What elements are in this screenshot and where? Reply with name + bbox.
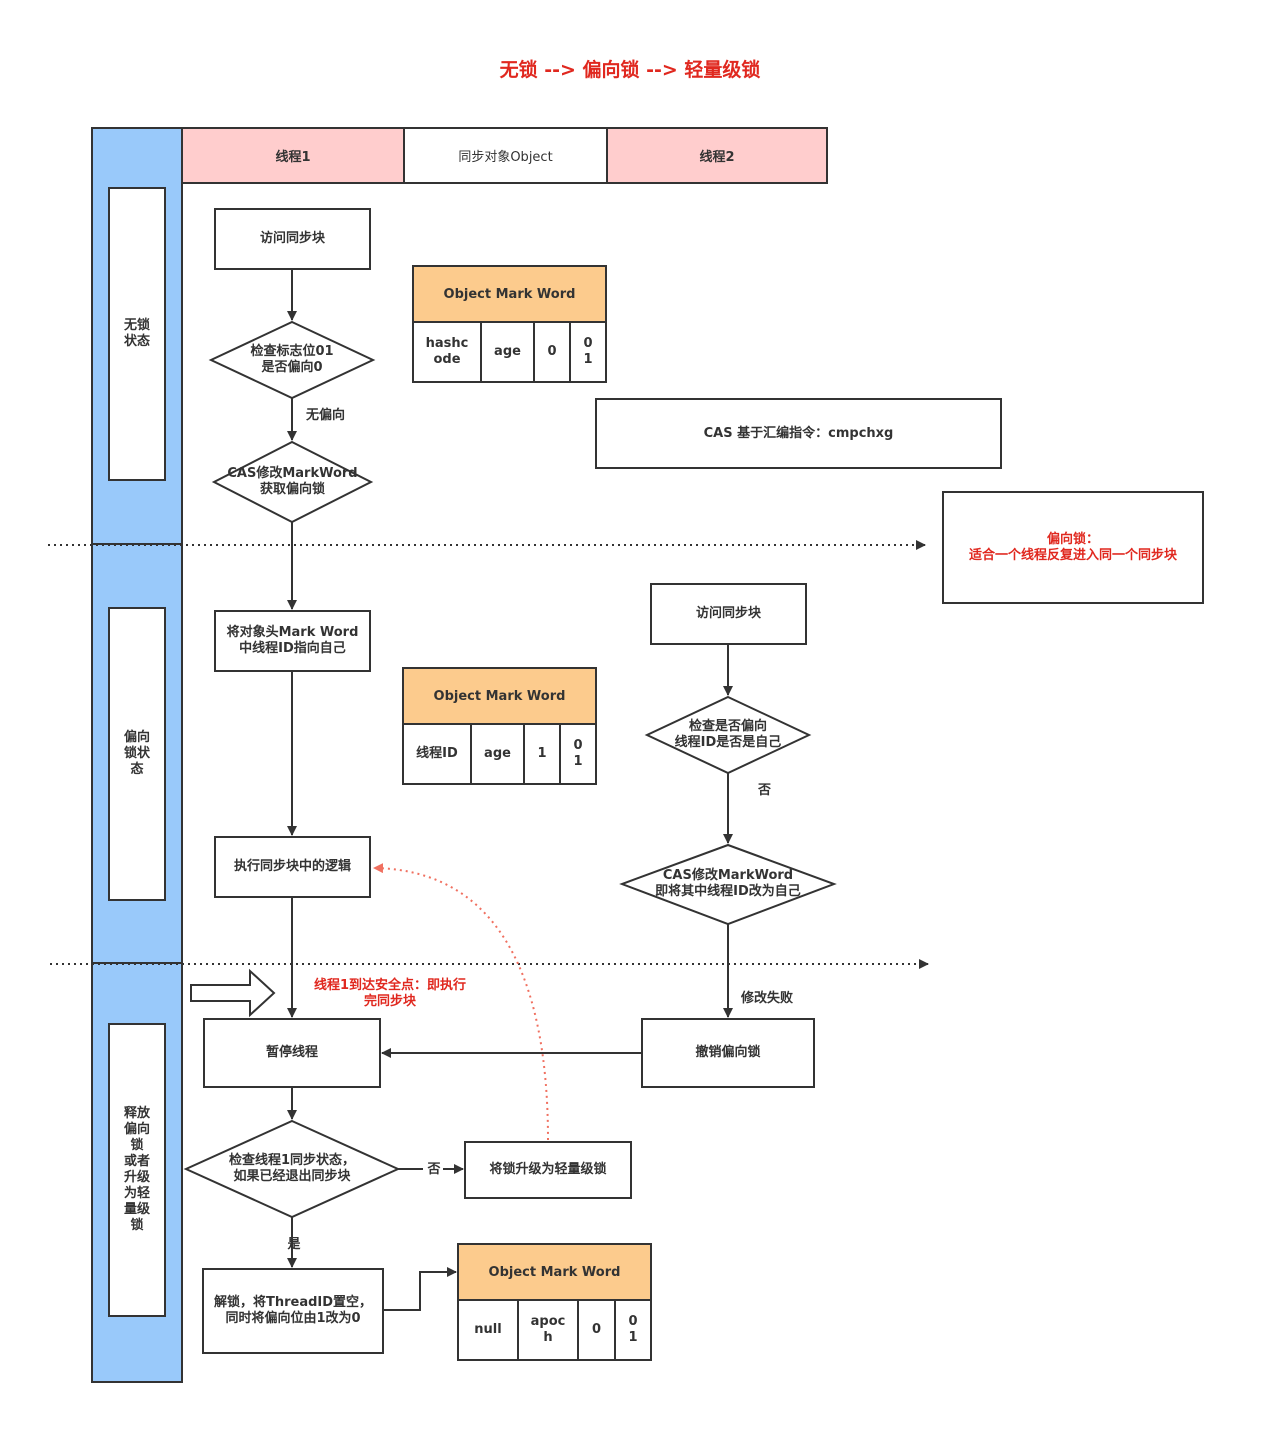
red-dotted-curve bbox=[373, 863, 549, 1141]
check-flag-text: 检查标志位01 是否偏向0 bbox=[250, 344, 334, 375]
mark-word-table-1: Object Mark Word hashc ode age 0 0 1 bbox=[412, 265, 607, 383]
mark-word-cell: 0 1 bbox=[559, 723, 597, 785]
header-object: 同步对象Object bbox=[403, 127, 608, 184]
mark-word-title: Object Mark Word bbox=[412, 265, 607, 323]
pause-thread-box: 暂停线程 bbox=[203, 1018, 381, 1088]
swimlane-divider-1 bbox=[91, 543, 183, 545]
access-sync-block-1: 访问同步块 bbox=[214, 208, 371, 270]
exec-sync-box: 执行同步块中的逻辑 bbox=[214, 836, 371, 898]
edge-label-no-1: 否 bbox=[758, 783, 772, 798]
check-sync-state-text: 检查线程1同步状态， 如果已经退出同步块 bbox=[228, 1153, 356, 1184]
hollow-block-arrow bbox=[190, 968, 276, 1018]
biased-note-title: 偏向锁： bbox=[1046, 531, 1099, 547]
swimlane-label-biased: 偏向 锁状 态 bbox=[108, 607, 166, 901]
mark-word-cell: age bbox=[470, 723, 525, 785]
edge-label-no-bias: 无偏向 bbox=[306, 408, 346, 423]
header-thread1: 线程1 bbox=[181, 127, 405, 184]
mark-word-cell: 0 1 bbox=[569, 321, 607, 383]
swimlane-divider-2 bbox=[91, 962, 183, 964]
revoke-biased-box: 撤销偏向锁 bbox=[641, 1018, 815, 1088]
mark-word-cell: null bbox=[457, 1299, 519, 1361]
set-thread-id-box: 将对象头Mark Word 中线程ID指向自己 bbox=[214, 610, 371, 672]
mark-word-title: Object Mark Word bbox=[457, 1243, 652, 1301]
unlock-box: 解锁，将ThreadID置空， 同时将偏向位由1改为0 bbox=[202, 1268, 384, 1354]
check-biased-text: 检查是否偏向 线程ID是否是自己 bbox=[674, 719, 782, 750]
biased-note-box: 偏向锁： 适合一个线程反复进入同一个同步块 bbox=[942, 491, 1204, 604]
biased-note-body: 适合一个线程反复进入同一个同步块 bbox=[968, 547, 1177, 563]
mark-word-table-3: Object Mark Word null apoc h 0 0 1 bbox=[457, 1243, 652, 1361]
cas-change-id-text: CAS修改MarkWord 即将其中线程ID改为自己 bbox=[655, 868, 801, 899]
mark-word-cell: hashc ode bbox=[412, 321, 482, 383]
mark-word-cell: 0 1 bbox=[614, 1299, 652, 1361]
upgrade-lock-box: 将锁升级为轻量级锁 bbox=[464, 1141, 632, 1199]
edge-label-no-2: 否 bbox=[427, 1162, 441, 1177]
mark-word-title: Object Mark Word bbox=[402, 667, 597, 725]
mark-word-cell: age bbox=[480, 321, 535, 383]
swimlane-label-no-lock: 无锁 状态 bbox=[108, 187, 166, 481]
mark-word-table-2: Object Mark Word 线程ID age 1 0 1 bbox=[402, 667, 597, 785]
mark-word-cell: apoc h bbox=[517, 1299, 579, 1361]
header-thread2: 线程2 bbox=[606, 127, 828, 184]
mark-word-cell: 0 bbox=[577, 1299, 616, 1361]
access-sync-block-2: 访问同步块 bbox=[650, 583, 807, 645]
cas-note-box: CAS 基于汇编指令：cmpchxg bbox=[595, 398, 1002, 469]
mark-word-cell: 线程ID bbox=[402, 723, 472, 785]
swimlane-label-release: 释放 偏向 锁 或者 升级 为轻 量级 锁 bbox=[108, 1023, 166, 1317]
mark-word-cell: 0 bbox=[533, 321, 571, 383]
edge-label-cas-fail: 修改失败 bbox=[741, 991, 794, 1006]
cas-get-biased-text: CAS修改MarkWord 获取偏向锁 bbox=[227, 466, 358, 497]
edge-label-yes: 是 bbox=[287, 1237, 301, 1252]
mark-word-cell: 1 bbox=[523, 723, 561, 785]
safe-point-note: 线程1到达安全点：即执行 完同步块 bbox=[313, 978, 467, 1009]
diagram-title: 无锁 --> 偏向锁 --> 轻量级锁 bbox=[499, 59, 761, 81]
